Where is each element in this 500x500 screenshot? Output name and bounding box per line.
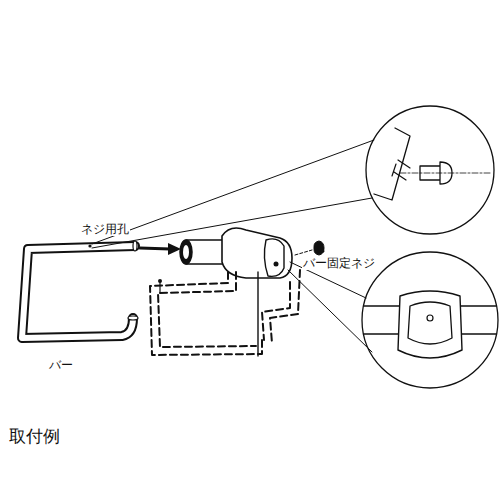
holder-wall-line <box>257 272 258 356</box>
leader-line <box>92 140 374 244</box>
detail-body <box>398 291 462 358</box>
holder-pin-hole <box>183 245 189 259</box>
leader-line <box>288 270 372 352</box>
insert-arrow <box>140 248 170 249</box>
bar-end <box>133 241 137 251</box>
part-label: バー <box>48 358 74 372</box>
insert-arrowhead <box>168 243 181 255</box>
part-label: ネジ用孔 <box>80 222 130 236</box>
figure-caption: 取付例 <box>8 426 61 446</box>
bar-tube-inner <box>22 246 135 338</box>
fixing-screw <box>314 241 324 255</box>
dashed-bar <box>150 270 300 355</box>
part-label: バー固定ネジ <box>302 256 376 270</box>
detail-face <box>408 302 452 344</box>
detail-hole <box>427 315 433 321</box>
holder-pin-end <box>180 240 192 264</box>
holder-face <box>264 239 284 276</box>
dashed-bar <box>158 272 256 347</box>
bar-end-line <box>159 282 160 293</box>
detail-circle <box>366 106 494 234</box>
detail-circle <box>362 252 498 388</box>
bar-section <box>374 128 410 200</box>
screw-hole <box>88 244 91 247</box>
leader-line <box>92 198 372 248</box>
bar-hole <box>392 160 410 180</box>
bar-end <box>128 316 138 320</box>
holder-screw-hole <box>274 262 279 267</box>
detail-axis <box>400 173 490 174</box>
holder-body <box>222 228 292 278</box>
bar-end-dot <box>158 279 162 283</box>
bar-tube <box>22 246 135 338</box>
fixing-screw-axis <box>295 250 312 255</box>
